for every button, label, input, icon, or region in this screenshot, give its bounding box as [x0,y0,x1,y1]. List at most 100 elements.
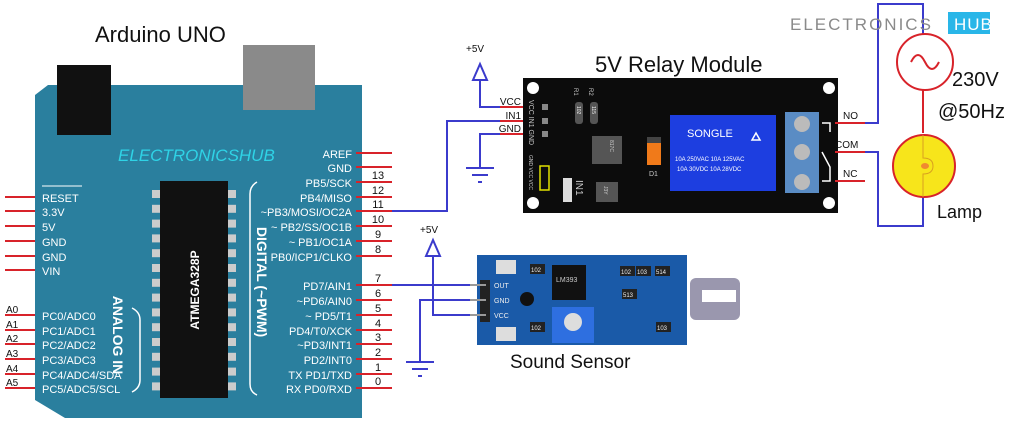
arduino-board: Arduino UNO ELECTRONICSHUB ATMEGA328P AN… [5,22,392,418]
brand-label: ELECTRONICSHUB [118,146,275,165]
digital-pin-label: PB4/MISO [300,193,352,205]
wires [392,3,924,362]
digital-pin-label: RX PD0/RXD [286,384,352,396]
chip-pin [228,219,236,228]
digital-pin-label: ~ PD5/T1 [305,311,352,323]
power-pin-label: GND [42,237,67,249]
relay-title: 5V Relay Module [595,52,763,77]
resistor-r1 [575,102,583,124]
digital-pin-label: PB0/ICP1/CLKO [271,252,353,264]
supply-and-ground-symbols [406,61,494,377]
analog-pin-number: A0 [6,305,19,316]
digital-pin-number: 4 [375,318,381,330]
chip-pin [152,249,160,258]
chip-pin [228,190,236,198]
relay-rating-1: 10A 250VAC 10A 125VAC [675,157,745,163]
frequency-label: @50Hz [938,101,1005,123]
digital-pin-label: PD7/AIN1 [303,281,352,293]
diode-label: D1 [649,171,658,178]
digital-pin-number: 9 [375,229,381,241]
chip-pin [228,367,236,376]
smd-code: 514 [656,270,667,276]
smd-code: 102 [531,326,542,332]
chip-pin [152,352,160,361]
digital-pin-label: AREF [323,149,353,161]
digital-pin-number: 2 [375,347,381,359]
supply-arrow-icon [424,237,442,257]
relay-pin-label: VCC [500,97,521,108]
chip-pin [152,323,160,332]
chip-pin [152,382,160,391]
chip-pin [152,338,160,346]
chip-pin [228,278,236,287]
chip-pin [152,204,160,213]
ic-label: LM393 [556,277,578,284]
electronicshub-logo: ELECTRONICS HUB [790,12,993,34]
chip-pin [152,190,160,198]
atmega-chip [160,181,228,398]
sensor-supply-label: +5V [420,225,438,236]
relay-coil [670,115,776,191]
opto-label: 817C [608,140,614,152]
chip-pin [228,352,236,361]
wire-gnd-relay [479,133,520,168]
analog-pin-label: PC1/ADC1 [42,326,96,338]
relay-output-label: NO [843,111,858,122]
analog-pin-number: A5 [6,378,19,389]
sensor-pin-label: OUT [494,283,510,290]
digital-pin-label: ~PD3/INT1 [297,340,352,352]
analog-pin-number: A1 [6,320,19,331]
r2-code: 115 [590,106,596,114]
supply-arrow-icon [471,61,489,81]
svg-text:HUB: HUB [954,15,993,34]
chip-pin [152,293,160,302]
sensor-led-dark [520,292,534,306]
digital-pin-label: ~ PB1/OC1A [289,237,353,249]
smd-code: 102 [531,268,542,274]
digital-pin-label: TX PD1/TXD [288,370,352,382]
analog-pin-number: A2 [6,334,19,345]
wire-gnd-sensor [419,299,482,362]
relay-silk-jumper: GND VCC VCC [527,155,533,190]
digital-pin-number: 13 [372,170,384,182]
digital-pin-number: 7 [375,273,381,285]
optocoupler [592,136,622,164]
chip-pin [152,234,160,243]
analog-pin-label: PC2/ADC2 [42,340,96,352]
chip-pin [152,264,160,272]
chip-label: ATMEGA328P [188,250,202,329]
wire-com-lamp [865,151,924,227]
sensor-title: Sound Sensor [510,352,631,373]
analog-pin-label: PC3/ADC3 [42,355,96,367]
smd-code: 102 [621,270,632,276]
chip-pin [152,308,160,317]
ground-icon [406,361,434,377]
digital-pin-number: 1 [375,362,381,374]
chip-pin [228,323,236,332]
digital-pin-label: ~PB3/MOSI/OC2A [261,207,353,219]
led-label: IN1 [573,180,584,196]
digital-pin-label: ~PD6/AIN0 [297,296,352,308]
digital-pin-label: ~ PB2/SS/OC1B [271,222,352,234]
sensor-pin-label: GND [494,298,510,305]
lamp: Lamp [892,134,982,222]
chip-pin [228,308,236,317]
chip-pin [152,219,160,228]
digital-pin-number: 12 [372,185,384,197]
relay-brand: SONGLE [687,128,733,140]
relay-pin-label: GND [499,124,521,135]
wire-no-source [865,3,924,124]
smd-code: 103 [657,326,668,332]
usb-connector [57,65,111,135]
board-title: Arduino UNO [95,22,226,47]
chip-pin [228,293,236,302]
transistor-label: J3Y [602,186,608,195]
wire-pin11-in1 [392,120,520,212]
power-pin-label: RESET [42,193,79,205]
chip-pin [152,278,160,287]
voltage-label: 230V [952,69,999,91]
digital-pin-number: 5 [375,303,381,315]
